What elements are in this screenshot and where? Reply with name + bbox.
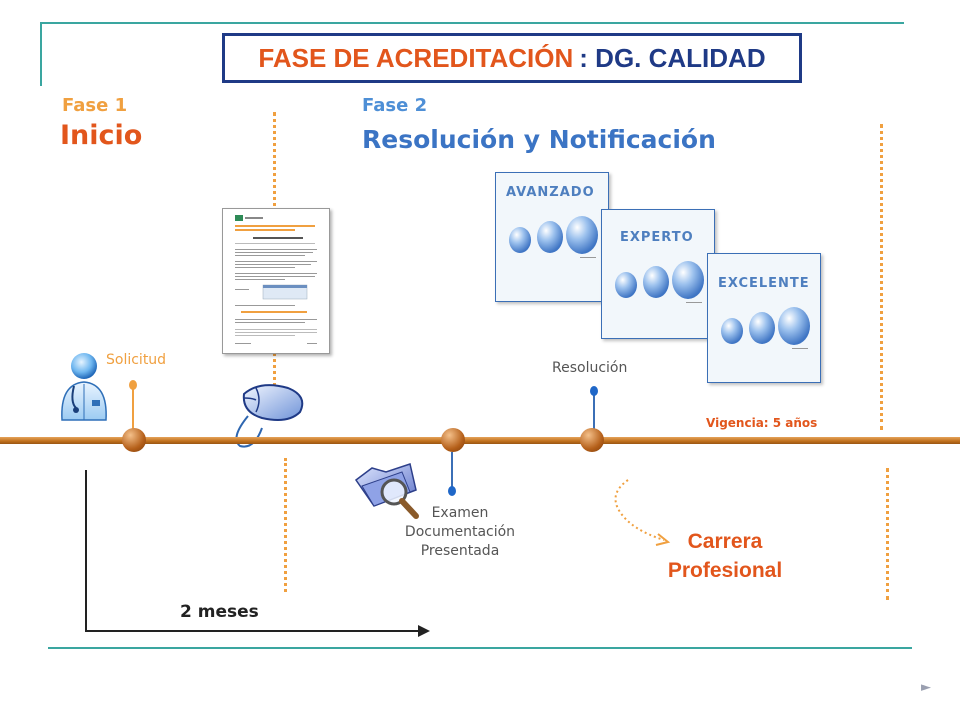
duration-axis-horizontal	[85, 630, 421, 632]
timeline-node-solicitud	[122, 428, 146, 452]
title-sub: : DG. CALIDAD	[579, 42, 766, 73]
level-card-excelente: EXCELENTE	[707, 253, 821, 383]
sphere-large	[672, 261, 704, 299]
resolucion-pin-stem	[593, 392, 595, 430]
page-title: FASE DE ACREDITACIÓN: DG. CALIDAD	[222, 33, 802, 83]
sphere-medium	[643, 266, 669, 298]
sphere-small	[721, 318, 743, 344]
folder-search-icon	[354, 463, 419, 519]
examen-line-3: Presentada	[420, 543, 500, 559]
sphere-medium	[749, 312, 775, 344]
level-label-experto: EXPERTO	[620, 230, 694, 245]
resolucion-label: Resolución	[552, 360, 628, 376]
duration-arrowhead	[418, 625, 430, 637]
bottom-rule	[48, 647, 912, 649]
examen-pin-head	[448, 486, 456, 496]
solicitud-label: Solicitud	[106, 352, 167, 368]
left-rule	[40, 22, 42, 86]
solicitud-pin-head	[129, 380, 137, 390]
separator-2-top	[880, 124, 883, 430]
title-main: FASE DE ACREDITACIÓN	[258, 42, 574, 73]
phase1-name: Inicio	[60, 120, 143, 151]
sphere-large	[566, 216, 598, 254]
resolucion-pin-head	[590, 386, 598, 396]
sphere-small	[615, 272, 637, 298]
sphere-medium	[537, 221, 563, 253]
career-line-1: Carrera	[687, 530, 763, 553]
doctor-icon	[61, 353, 107, 421]
level-label-excelente: EXCELENTE	[718, 276, 810, 291]
duration-axis-vertical	[85, 470, 87, 632]
duration-label: 2 meses	[180, 602, 259, 622]
career-label: Carrera Profesional	[640, 527, 810, 585]
examen-line-2: Documentación	[404, 524, 516, 540]
next-slide-button[interactable]: ►	[921, 680, 931, 695]
separator-1-bottom	[284, 458, 287, 592]
timeline-node-examen	[441, 428, 465, 452]
examen-pin-stem	[451, 452, 453, 488]
timeline-bar	[0, 437, 960, 444]
phase2-name: Resolución y Notificación	[362, 125, 716, 154]
career-arrow	[614, 479, 671, 546]
examen-line-1: Examen	[431, 505, 489, 521]
timeline-node-resolucion	[580, 428, 604, 452]
level-label-avanzado: AVANZADO	[506, 185, 595, 200]
vigencia-label: Vigencia: 5 años	[706, 416, 818, 430]
sphere-large	[778, 307, 810, 345]
sphere-small	[509, 227, 531, 253]
solicitud-pin-stem	[132, 386, 134, 436]
examen-label: Examen Documentación Presentada	[390, 504, 530, 561]
phase1-number: Fase 1	[62, 95, 128, 116]
level-card-avanzado: AVANZADO	[495, 172, 609, 302]
level-card-experto: EXPERTO	[601, 209, 715, 339]
application-document-image	[222, 208, 330, 354]
phase2-number: Fase 2	[362, 95, 428, 116]
top-rule	[40, 22, 904, 24]
career-line-2: Profesional	[667, 559, 783, 582]
separator-2-bottom	[886, 468, 889, 600]
